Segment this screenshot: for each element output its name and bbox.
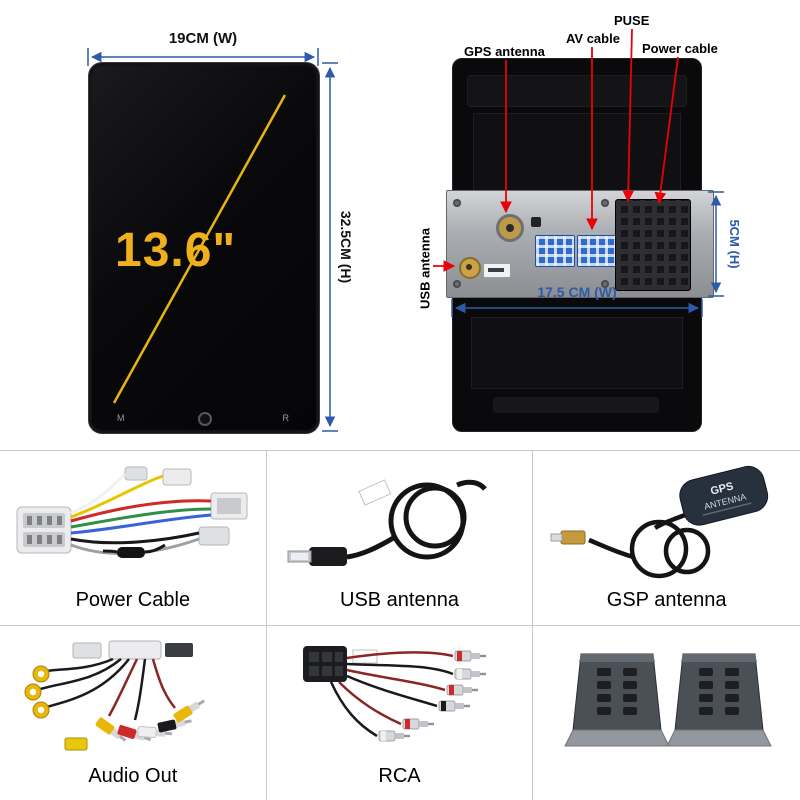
accessory-label: RCA xyxy=(378,765,421,787)
display-width-dimension: 19CM (W) xyxy=(168,30,238,47)
label-puse: PUSE xyxy=(614,13,650,28)
accessory-label: Audio Out xyxy=(88,765,178,787)
av-socket-1 xyxy=(535,235,575,267)
screw-icon xyxy=(453,280,461,288)
usb-antenna-photo xyxy=(287,479,488,566)
label-usb-antenna: USB antenna xyxy=(417,228,433,309)
accessory-label: Power Cable xyxy=(75,589,191,611)
rear-bottom-bar xyxy=(493,397,659,413)
label-av-cable: AV cable xyxy=(566,31,620,46)
av-socket-2 xyxy=(577,235,617,267)
usb-port xyxy=(483,263,511,278)
mounting-brackets-photo xyxy=(563,653,772,747)
rear-height-dimension: 5CM (H) xyxy=(727,219,742,269)
gps-antenna-connector xyxy=(496,214,524,242)
accessory-label: GSP antenna xyxy=(606,589,727,611)
accessory-label: USB antenna xyxy=(340,589,459,611)
screen-mark-left: M xyxy=(117,413,125,423)
screw-icon xyxy=(601,280,609,288)
power-cable-photo xyxy=(16,466,248,558)
rear-top-panel xyxy=(467,75,687,107)
connector-band xyxy=(446,190,714,298)
usb-antenna-connector xyxy=(459,257,481,279)
display-height-dimension: 32.5CM (H) xyxy=(338,210,354,284)
audio-out-photo xyxy=(24,640,205,751)
screw-icon xyxy=(601,199,609,207)
label-gps-antenna: GPS antenna xyxy=(464,44,545,59)
reset-button xyxy=(531,217,541,227)
accessory-cell-audio-out: Audio Out xyxy=(0,626,267,800)
accessory-cell-gsp-antenna: GPS ANTENNA GSP antenna xyxy=(533,451,800,626)
accessory-cell-rca: RCA xyxy=(267,626,534,800)
accessory-cell-brackets xyxy=(533,626,800,800)
accessories-grid: Power Cable USB antenna GPS A xyxy=(0,450,800,800)
accessory-cell-usb-antenna: USB antenna xyxy=(266,451,534,626)
camera-dot xyxy=(198,412,212,426)
accessory-cell-power-cable: Power Cable xyxy=(0,451,267,626)
rear-width-dimension: 17.5 CM (W) xyxy=(537,284,617,300)
display-screen: 13.6" M R xyxy=(88,62,320,434)
screen-size-label: 13.6" xyxy=(115,224,237,277)
rca-cable-photo xyxy=(303,646,487,742)
label-power-cable: Power cable xyxy=(642,41,718,56)
screen-mark-right: R xyxy=(282,413,290,423)
power-connector-block xyxy=(615,199,691,291)
gps-antenna-photo: GPS ANTENNA xyxy=(550,465,768,579)
gps-puck-text-line1: GPS xyxy=(709,480,734,497)
screen-diagonal-line xyxy=(112,94,287,404)
screw-icon xyxy=(453,199,461,207)
rear-lower-panel xyxy=(471,317,683,389)
